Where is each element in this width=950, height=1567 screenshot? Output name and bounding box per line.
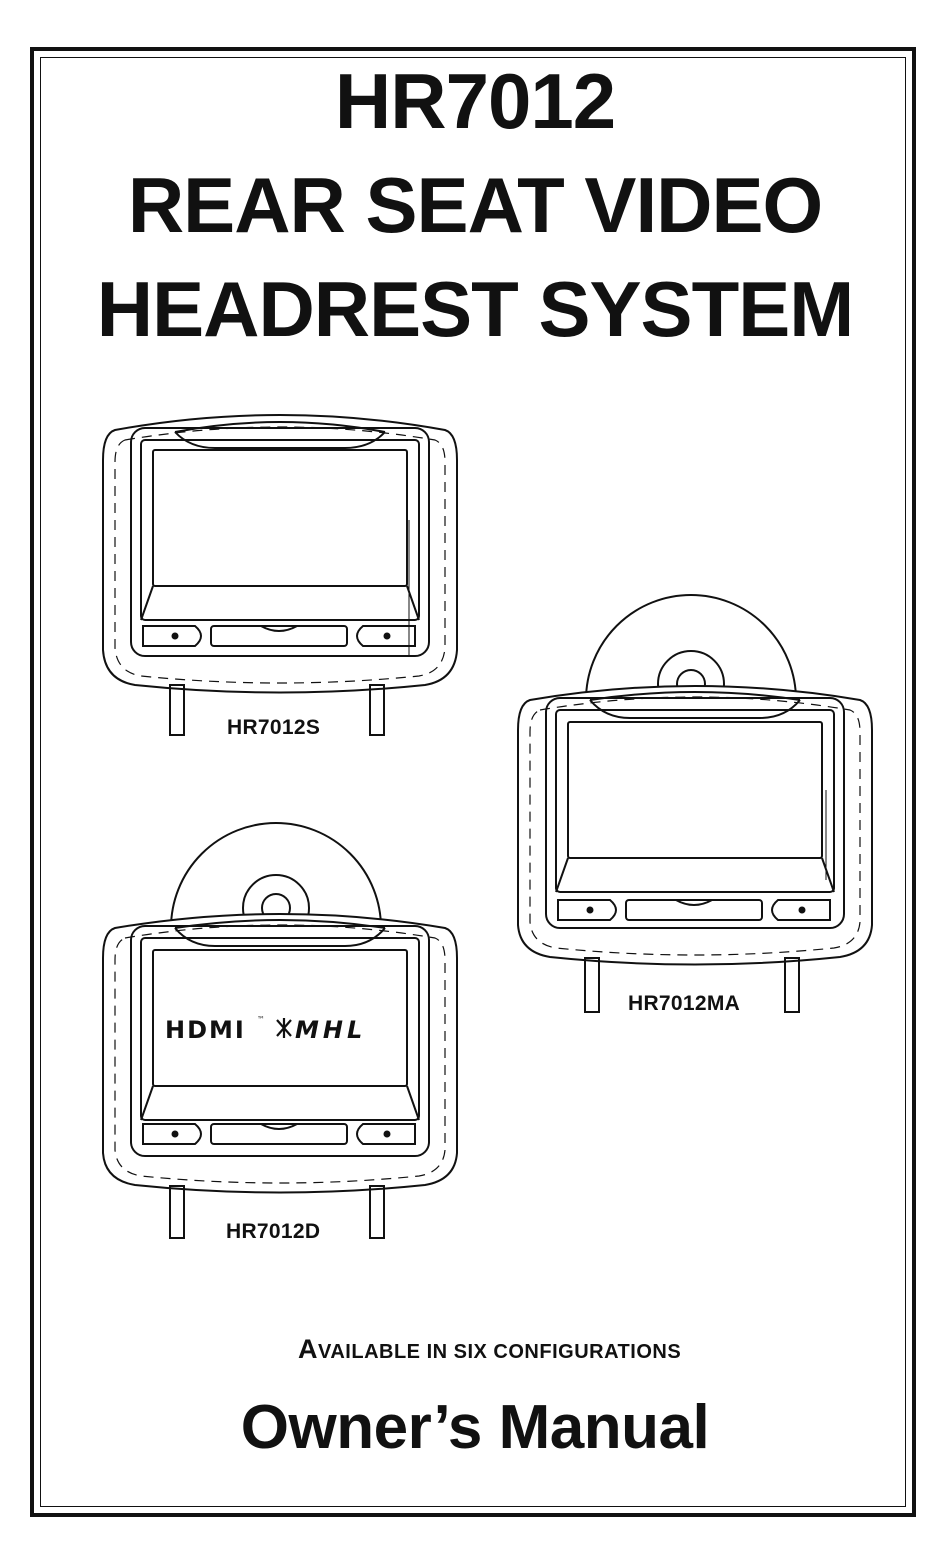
headrest-unit-ma [510, 580, 880, 1020]
title-line-2: REAR SEAT VIDEO [127, 161, 823, 249]
mhl-star-icon [276, 1018, 292, 1038]
model-label-d: HR7012D [226, 1220, 321, 1243]
headrest-s-drawing [102, 414, 458, 736]
headrest-ma-drawing [517, 594, 873, 1013]
model-label-ma: HR7012MA [628, 992, 741, 1015]
configurations-note-cap: A [298, 1334, 318, 1364]
configurations-note-rest: VAILABLE IN SIX CONFIGURATIONS [318, 1341, 682, 1363]
headrest-d-drawing: HDMI ™ MHL [102, 822, 458, 1239]
configurations-note: AVAILABLE IN SIX CONFIGURATIONS [298, 1334, 681, 1365]
owners-manual-title: Owner’s Manual [240, 1393, 710, 1462]
headrest-unit-s [95, 400, 465, 740]
title-line-3: HEADREST SYSTEM [96, 265, 854, 353]
hdmi-tm: ™ [257, 1015, 265, 1024]
mhl-logo: MHL [295, 1016, 366, 1044]
title-model: HR7012 [334, 57, 616, 145]
page-border [30, 47, 916, 1517]
headrest-unit-d: HDMI ™ MHL [95, 808, 465, 1243]
model-label-s: HR7012S [227, 716, 321, 739]
page-border-inner [40, 57, 906, 1507]
hdmi-logo: HDMI [165, 1016, 246, 1044]
